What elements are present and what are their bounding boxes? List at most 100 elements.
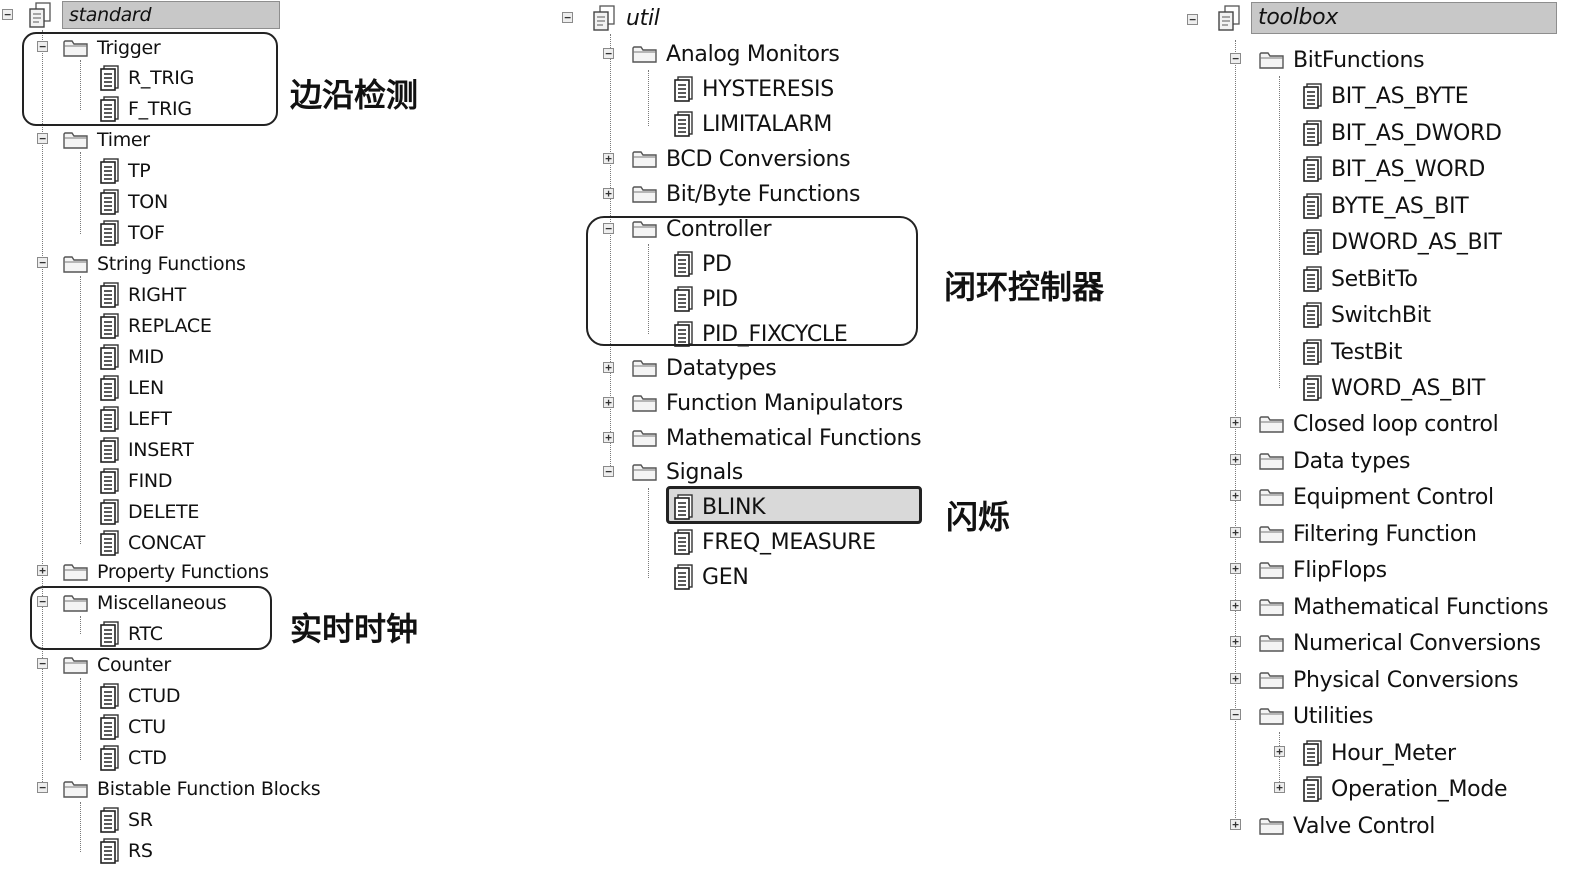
folder-filtering-function[interactable]: Filtering Function [1259,521,1477,547]
pou-item-hour-meter[interactable]: Hour_Meter [1303,740,1456,766]
folder-utilities[interactable]: Utilities [1259,703,1373,729]
pou-item-operation-mode[interactable]: Operation_Mode [1303,776,1508,802]
folder-signals[interactable]: Signals [632,459,743,485]
expander-collapse-icon[interactable]: − [1187,14,1198,25]
pou-item-rs[interactable]: RS [100,838,153,864]
folder-trigger[interactable]: Trigger [63,35,161,61]
pou-item-ctu[interactable]: CTU [100,714,166,740]
expander-collapse-icon[interactable]: − [37,658,48,669]
expander-expand-icon[interactable]: + [1274,746,1285,757]
expander-expand-icon[interactable]: + [603,362,614,373]
expander-expand-icon[interactable]: + [1230,563,1241,574]
pou-item-word-as-bit[interactable]: WORD_AS_BIT [1303,375,1485,401]
folder-bit-byte-functions[interactable]: Bit/Byte Functions [632,181,860,207]
folder-bcd-conversions[interactable]: BCD Conversions [632,146,851,172]
folder-timer[interactable]: Timer [63,127,150,153]
expander-expand-icon[interactable]: + [1230,490,1241,501]
pou-item-byte-as-bit[interactable]: BYTE_AS_BIT [1303,193,1469,219]
pou-item-right[interactable]: RIGHT [100,282,186,308]
folder-flipflops[interactable]: FlipFlops [1259,557,1387,583]
library-root-util[interactable]: util [592,5,660,31]
pou-item-bit-as-byte[interactable]: BIT_AS_BYTE [1303,83,1469,109]
folder-datatypes[interactable]: Datatypes [632,355,777,381]
pou-item-freq-measure[interactable]: FREQ_MEASURE [674,529,876,555]
pou-item-blink[interactable]: BLINK [674,494,766,520]
expander-expand-icon[interactable]: + [1230,454,1241,465]
expander-expand-icon[interactable]: + [1230,600,1241,611]
expander-collapse-icon[interactable]: − [37,782,48,793]
pou-item-hysteresis[interactable]: HYSTERESIS [674,76,834,102]
expander-expand-icon[interactable]: + [1230,417,1241,428]
expander-collapse-icon[interactable]: − [603,466,614,477]
expander-expand-icon[interactable]: + [603,432,614,443]
pou-item-ton[interactable]: TON [100,189,168,215]
expander-expand-icon[interactable]: + [1230,527,1241,538]
library-root-standard[interactable]: standard [28,1,280,29]
pou-item-gen[interactable]: GEN [674,564,749,590]
folder-analog-monitors[interactable]: Analog Monitors [632,41,840,67]
pou-item-mid[interactable]: MID [100,344,164,370]
folder-closed-loop-control[interactable]: Closed loop control [1259,411,1499,437]
folder-mathematical-functions[interactable]: Mathematical Functions [1259,594,1549,620]
pou-item-testbit[interactable]: TestBit [1303,339,1402,365]
pou-item-tp[interactable]: TP [100,158,151,184]
pou-item-dword-as-bit[interactable]: DWORD_AS_BIT [1303,229,1502,255]
pou-item-r-trig[interactable]: R_TRIG [100,65,194,91]
pou-item-limitalarm[interactable]: LIMITALARM [674,111,832,137]
expander-expand-icon[interactable]: + [1230,636,1241,647]
expander-expand-icon[interactable]: + [603,188,614,199]
expander-expand-icon[interactable]: + [1230,819,1241,830]
pou-item-insert[interactable]: INSERT [100,437,194,463]
pou-item-pd[interactable]: PD [674,251,732,277]
expander-expand-icon[interactable]: + [37,565,48,576]
pou-item-concat[interactable]: CONCAT [100,530,205,556]
folder-physical-conversions[interactable]: Physical Conversions [1259,667,1519,693]
pou-item-pid-fixcycle[interactable]: PID_FIXCYCLE [674,321,848,347]
expander-collapse-icon[interactable]: − [1230,709,1241,720]
expander-expand-icon[interactable]: + [1230,673,1241,684]
pou-item-left[interactable]: LEFT [100,406,172,432]
folder-numerical-conversions[interactable]: Numerical Conversions [1259,630,1541,656]
folder-bitfunctions[interactable]: BitFunctions [1259,47,1425,73]
expander-collapse-icon[interactable]: − [37,257,48,268]
folder-label: Closed loop control [1293,411,1499,437]
annotation-closed-loop-controller: 闭环控制器 [944,268,1105,306]
folder-controller[interactable]: Controller [632,216,772,242]
pou-item-setbitto[interactable]: SetBitTo [1303,266,1418,292]
pou-item-find[interactable]: FIND [100,468,172,494]
folder-miscellaneous[interactable]: Miscellaneous [63,590,227,616]
pou-document-icon [100,189,120,215]
expander-collapse-icon[interactable]: − [562,12,573,23]
expander-collapse-icon[interactable]: − [603,48,614,59]
pou-item-sr[interactable]: SR [100,807,153,833]
pou-item-bit-as-word[interactable]: BIT_AS_WORD [1303,156,1485,182]
folder-counter[interactable]: Counter [63,652,171,678]
pou-item-pid[interactable]: PID [674,286,738,312]
expander-collapse-icon[interactable]: − [37,133,48,144]
folder-valve-control[interactable]: Valve Control [1259,813,1435,839]
pou-item-ctd[interactable]: CTD [100,745,167,771]
pou-item-delete[interactable]: DELETE [100,499,199,525]
folder-property-functions[interactable]: Property Functions [63,559,269,585]
library-root-toolbox[interactable]: toolbox [1217,2,1557,34]
expander-expand-icon[interactable]: + [603,397,614,408]
pou-item-bit-as-dword[interactable]: BIT_AS_DWORD [1303,120,1502,146]
expander-collapse-icon[interactable]: − [37,41,48,52]
folder-mathematical-functions[interactable]: Mathematical Functions [632,425,922,451]
folder-equipment-control[interactable]: Equipment Control [1259,484,1494,510]
expander-expand-icon[interactable]: + [1274,782,1285,793]
pou-item-f-trig[interactable]: F_TRIG [100,96,192,122]
pou-item-tof[interactable]: TOF [100,220,165,246]
pou-item-len[interactable]: LEN [100,375,164,401]
expander-collapse-icon[interactable]: − [1230,53,1241,64]
pou-item-switchbit[interactable]: SwitchBit [1303,302,1431,328]
folder-data-types[interactable]: Data types [1259,448,1410,474]
expander-expand-icon[interactable]: + [603,153,614,164]
pou-item-ctud[interactable]: CTUD [100,683,181,709]
folder-bistable-function-blocks[interactable]: Bistable Function Blocks [63,776,321,802]
pou-item-replace[interactable]: REPLACE [100,313,212,339]
expander-collapse-icon[interactable]: − [2,9,13,20]
folder-string-functions[interactable]: String Functions [63,251,246,277]
pou-item-rtc[interactable]: RTC [100,621,163,647]
folder-function-manipulators[interactable]: Function Manipulators [632,390,903,416]
